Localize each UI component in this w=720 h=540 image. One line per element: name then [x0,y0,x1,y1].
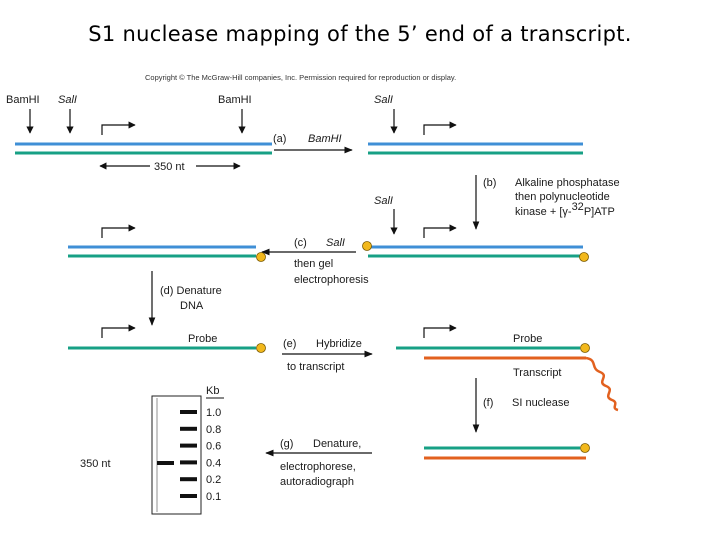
promoter-arrow-6 [423,324,457,338]
step-c-line2: then gel [294,258,333,270]
gel-marker-ladder: 1.0 0.8 0.6 0.4 0.2 0.1 [180,407,221,503]
gel-marker-band [180,426,197,431]
promoter-arrow-2 [423,121,457,135]
transcript-label: Transcript [513,367,562,379]
label-dot-1 [362,241,372,251]
label-dot-5 [580,343,590,353]
step-f-text: SI nuclease [512,397,569,409]
step-b-line2: then polynucleotide [515,191,610,203]
label-dot-3 [256,252,266,262]
sample-band [157,461,174,465]
gel-marker-band [180,410,197,414]
step-e-line2: to transcript [287,361,344,373]
size-label-bg [150,159,196,173]
bamhi-site-label-2: BamHI [218,94,252,106]
step-b-line3: kinase + [γ-32P]ATP [515,201,615,218]
gel-marker-label: 0.1 [206,491,221,503]
promoter-arrow-1 [101,121,136,135]
step-g-line2: electrophorese, [280,461,356,473]
size-label: 350 nt [154,161,185,173]
step-e-letter: (e) [283,338,296,350]
label-dot-6 [580,443,590,453]
step-g-letter: (g) [280,438,293,450]
step-a-enzyme: BamHI [308,133,342,145]
transcript-tail [585,356,619,412]
sali-site-label-3: SalI [374,195,393,207]
copyright-notice: Copyright © The McGraw-Hill companies, I… [145,73,457,82]
gel-marker-band [180,477,197,482]
gel-marker-label: 1.0 [206,407,221,419]
gel-marker-label: 0.6 [206,441,221,453]
step-b-letter: (b) [483,177,496,189]
gel-marker-band [180,443,197,448]
step-f-letter: (f) [483,397,493,409]
promoter-arrow-3 [423,224,457,238]
probe-label-right: Probe [513,333,542,345]
sali-site-label-1: SalI [58,94,77,106]
step-e-line1: Hybridize [316,338,362,350]
gel-marker-label: 0.2 [206,474,221,486]
step-a-letter: (a) [273,133,286,145]
gel-marker-label: 0.4 [206,457,221,469]
sample-band-label: 350 nt [80,458,111,470]
gel-marker-label: 0.8 [206,424,221,436]
sali-site-label-2: SalI [374,94,393,106]
gel-marker-band [180,460,197,465]
label-dot-2 [579,252,589,262]
step-c-letter: (c) [294,237,307,249]
promoter-arrow-4 [101,224,136,238]
probe-label-left: Probe [188,333,217,345]
step-d-line2: DNA [180,300,204,312]
step-c-enzyme: SalI [326,237,345,249]
step-g-line3: autoradiograph [280,476,354,488]
label-dot-4 [256,343,266,353]
step-b-line1: Alkaline phosphatase [515,177,620,189]
bamhi-site-label-1: BamHI [6,94,40,106]
promoter-arrow-5 [101,324,136,338]
step-c-line3: electrophoresis [294,274,369,286]
step-d-line1: (d) Denature [160,285,222,297]
slide-title: S1 nuclease mapping of the 5’ end of a t… [88,22,632,46]
gel-marker-band [180,494,197,498]
gel-unit-label: Kb [206,385,219,397]
step-g-line1: Denature, [313,438,361,450]
